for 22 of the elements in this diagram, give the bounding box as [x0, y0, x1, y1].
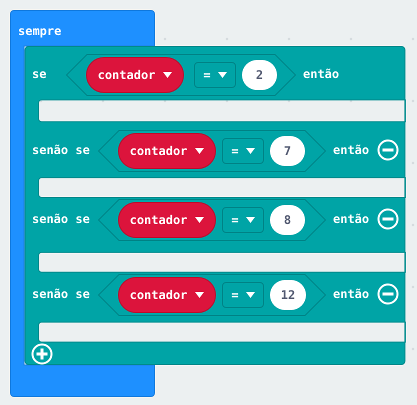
block-label: então	[303, 67, 340, 81]
block-label: então	[333, 143, 370, 157]
condition-slot	[98, 199, 326, 241]
condition-slot	[66, 54, 296, 96]
block-label: então	[333, 212, 370, 226]
block-label: então	[333, 287, 370, 301]
variable-block: contador	[118, 202, 216, 238]
block-label: senão se	[32, 212, 90, 226]
block-label: se	[32, 67, 46, 81]
block-label: senão se	[32, 143, 90, 157]
variable-block: contador	[118, 277, 216, 313]
block-label: senão se	[32, 287, 90, 301]
block-label: sempre	[18, 24, 62, 38]
condition-slot	[98, 130, 326, 172]
variable-block: contador	[86, 57, 184, 93]
operator-dropdown: =	[194, 62, 236, 88]
if-else-block	[24, 46, 406, 365]
variable-block: contador	[118, 133, 216, 169]
operator-dropdown: =	[222, 207, 264, 233]
operator-dropdown: =	[222, 138, 264, 164]
condition-slot	[98, 274, 326, 316]
operator-dropdown: =	[222, 282, 264, 308]
